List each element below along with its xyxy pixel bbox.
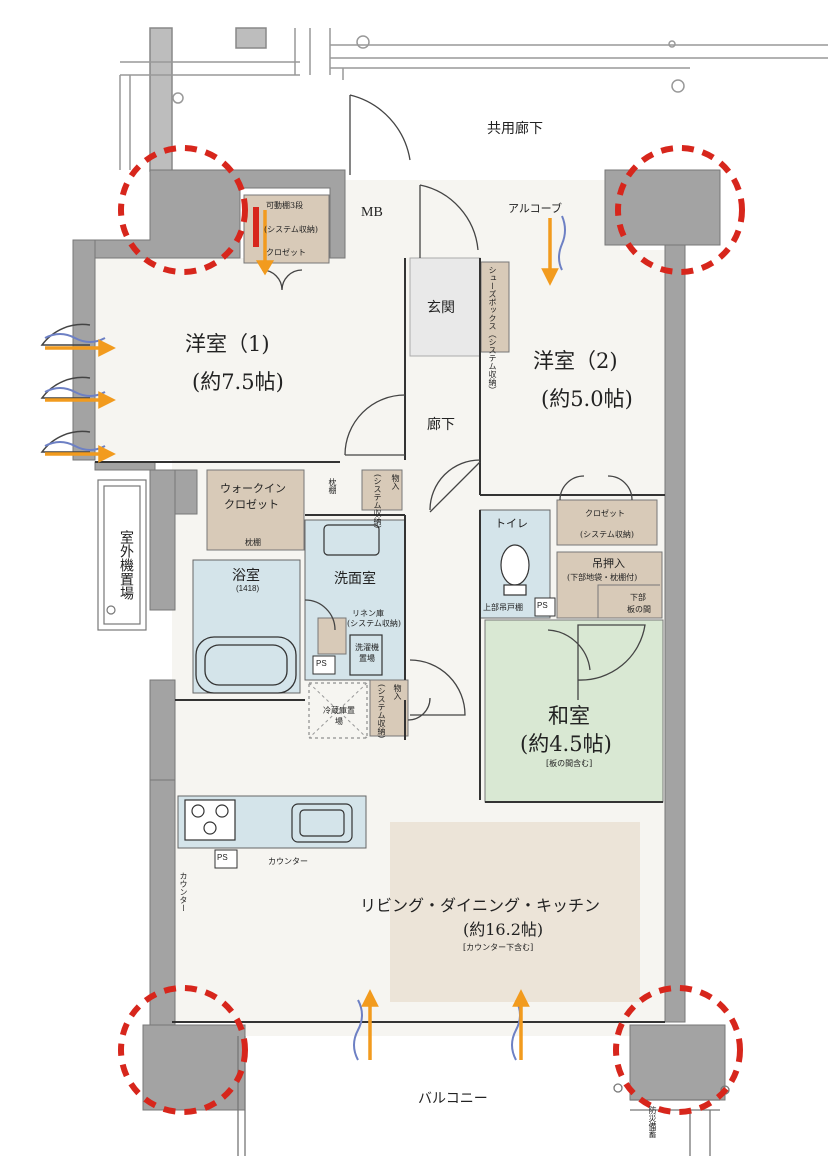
washitsu-floor (484, 619, 664, 803)
outdoor-unit-area (97, 479, 147, 631)
ps-label-kitchen: PS (217, 853, 228, 862)
closet-room2 (556, 499, 658, 546)
toilet-label: トイレ (495, 517, 528, 530)
linen-sub-label: (システム収納) (347, 619, 402, 628)
mb-label: MB (361, 205, 383, 220)
floor-space-label-2: 板の間 (627, 605, 651, 614)
interior-walls (95, 258, 665, 1023)
doors (261, 94, 646, 721)
movable-shelf-label: 可動棚3段 (266, 201, 304, 210)
ldk-rug (390, 822, 640, 1002)
closet2-label: クロゼット (585, 509, 625, 518)
system-storage-label: (システム収納) (264, 225, 319, 234)
bathroom-floor (192, 559, 301, 694)
room1-size: (約7.5帖) (192, 370, 284, 394)
storage-hall (361, 469, 403, 511)
hallway-label: 廊下 (427, 417, 455, 433)
hanging-closet-label: 吊押入 (592, 557, 625, 570)
counter-label: カウンター (268, 857, 308, 866)
genkan-label: 玄関 (427, 300, 455, 316)
washroom-label: 洗面室 (334, 571, 376, 587)
storage2-sys-label: (システム収納) (377, 684, 386, 739)
storage2-label: 物入 (393, 684, 402, 700)
washitsu-sub: [板の間含む] (546, 759, 593, 768)
fridge-label: 冷蔵庫置場 (323, 706, 355, 726)
walkin-closet (206, 469, 305, 551)
ldk-size: (約16.2帖) (463, 920, 544, 939)
closet-label: クロゼット (266, 248, 306, 257)
washitsu-label: 和室 (548, 704, 590, 728)
common-corridor-structure (119, 27, 828, 172)
walkin-label-1: ウォークイン (220, 482, 286, 495)
fridge-space (308, 682, 368, 739)
walkin-label-2: クロゼット (224, 498, 279, 511)
washer-label: 洗濯機置場 (355, 643, 379, 663)
ldk-sub: [カウンター下含む] (463, 943, 534, 952)
kitchen-fixtures (184, 799, 353, 843)
floor-space-label: 下部 (630, 593, 646, 602)
corner-markers (118, 145, 745, 1115)
counter-vertical-label: カウンター (179, 872, 188, 912)
alcove-label: アルコーブ (508, 202, 563, 215)
linen-label: リネン庫 (352, 609, 384, 618)
storage-sys-label: (システム収納) (373, 474, 382, 529)
airflow-arrows (44, 207, 566, 1061)
balcony-label: バルコニー (418, 1091, 488, 1107)
closet2-sub-label: (システム収納) (580, 530, 635, 539)
hanging-closet-sub: (下部地袋・枕棚付) (567, 573, 638, 582)
bathtub (195, 636, 297, 694)
storage-lower (369, 679, 409, 737)
ps-label-wash: PS (316, 659, 327, 668)
room2-name: 洋室（2) (533, 349, 618, 373)
bath-size-label: (1418) (236, 584, 260, 593)
ps-label-toilet: PS (537, 601, 548, 610)
shelf-label-2: 枕棚 (328, 478, 337, 494)
room1-name: 洋室（1) (185, 332, 270, 356)
common-corridor-label: 共用廊下 (487, 121, 543, 137)
outdoor-unit-label: 室外機置場 (118, 530, 134, 600)
linen-closet (317, 617, 347, 655)
room2-size: (約5.0帖) (541, 387, 633, 411)
washbasin (323, 524, 383, 676)
washitsu-size: (約4.5帖) (520, 732, 612, 756)
genkan-floor (409, 257, 481, 357)
left-windows (40, 323, 91, 453)
floor-space-hatch (560, 584, 660, 619)
orange-arrow (45, 210, 559, 1060)
bath-label: 浴室 (232, 568, 260, 584)
emergency-label: 防災備蓄 (648, 1106, 657, 1138)
red-marker (253, 207, 259, 247)
toilet-bowl (500, 544, 530, 596)
storage-label: 物入 (391, 474, 400, 490)
ps-boxes (214, 597, 556, 869)
toilet-shelf-label: 上部吊戸棚 (483, 603, 523, 612)
ldk-label: リビング・ダイニング・キッチン (360, 896, 601, 915)
shelf-label: 枕棚 (245, 538, 261, 547)
shoebox-label: シューズボックス（システム収納） (488, 266, 497, 394)
